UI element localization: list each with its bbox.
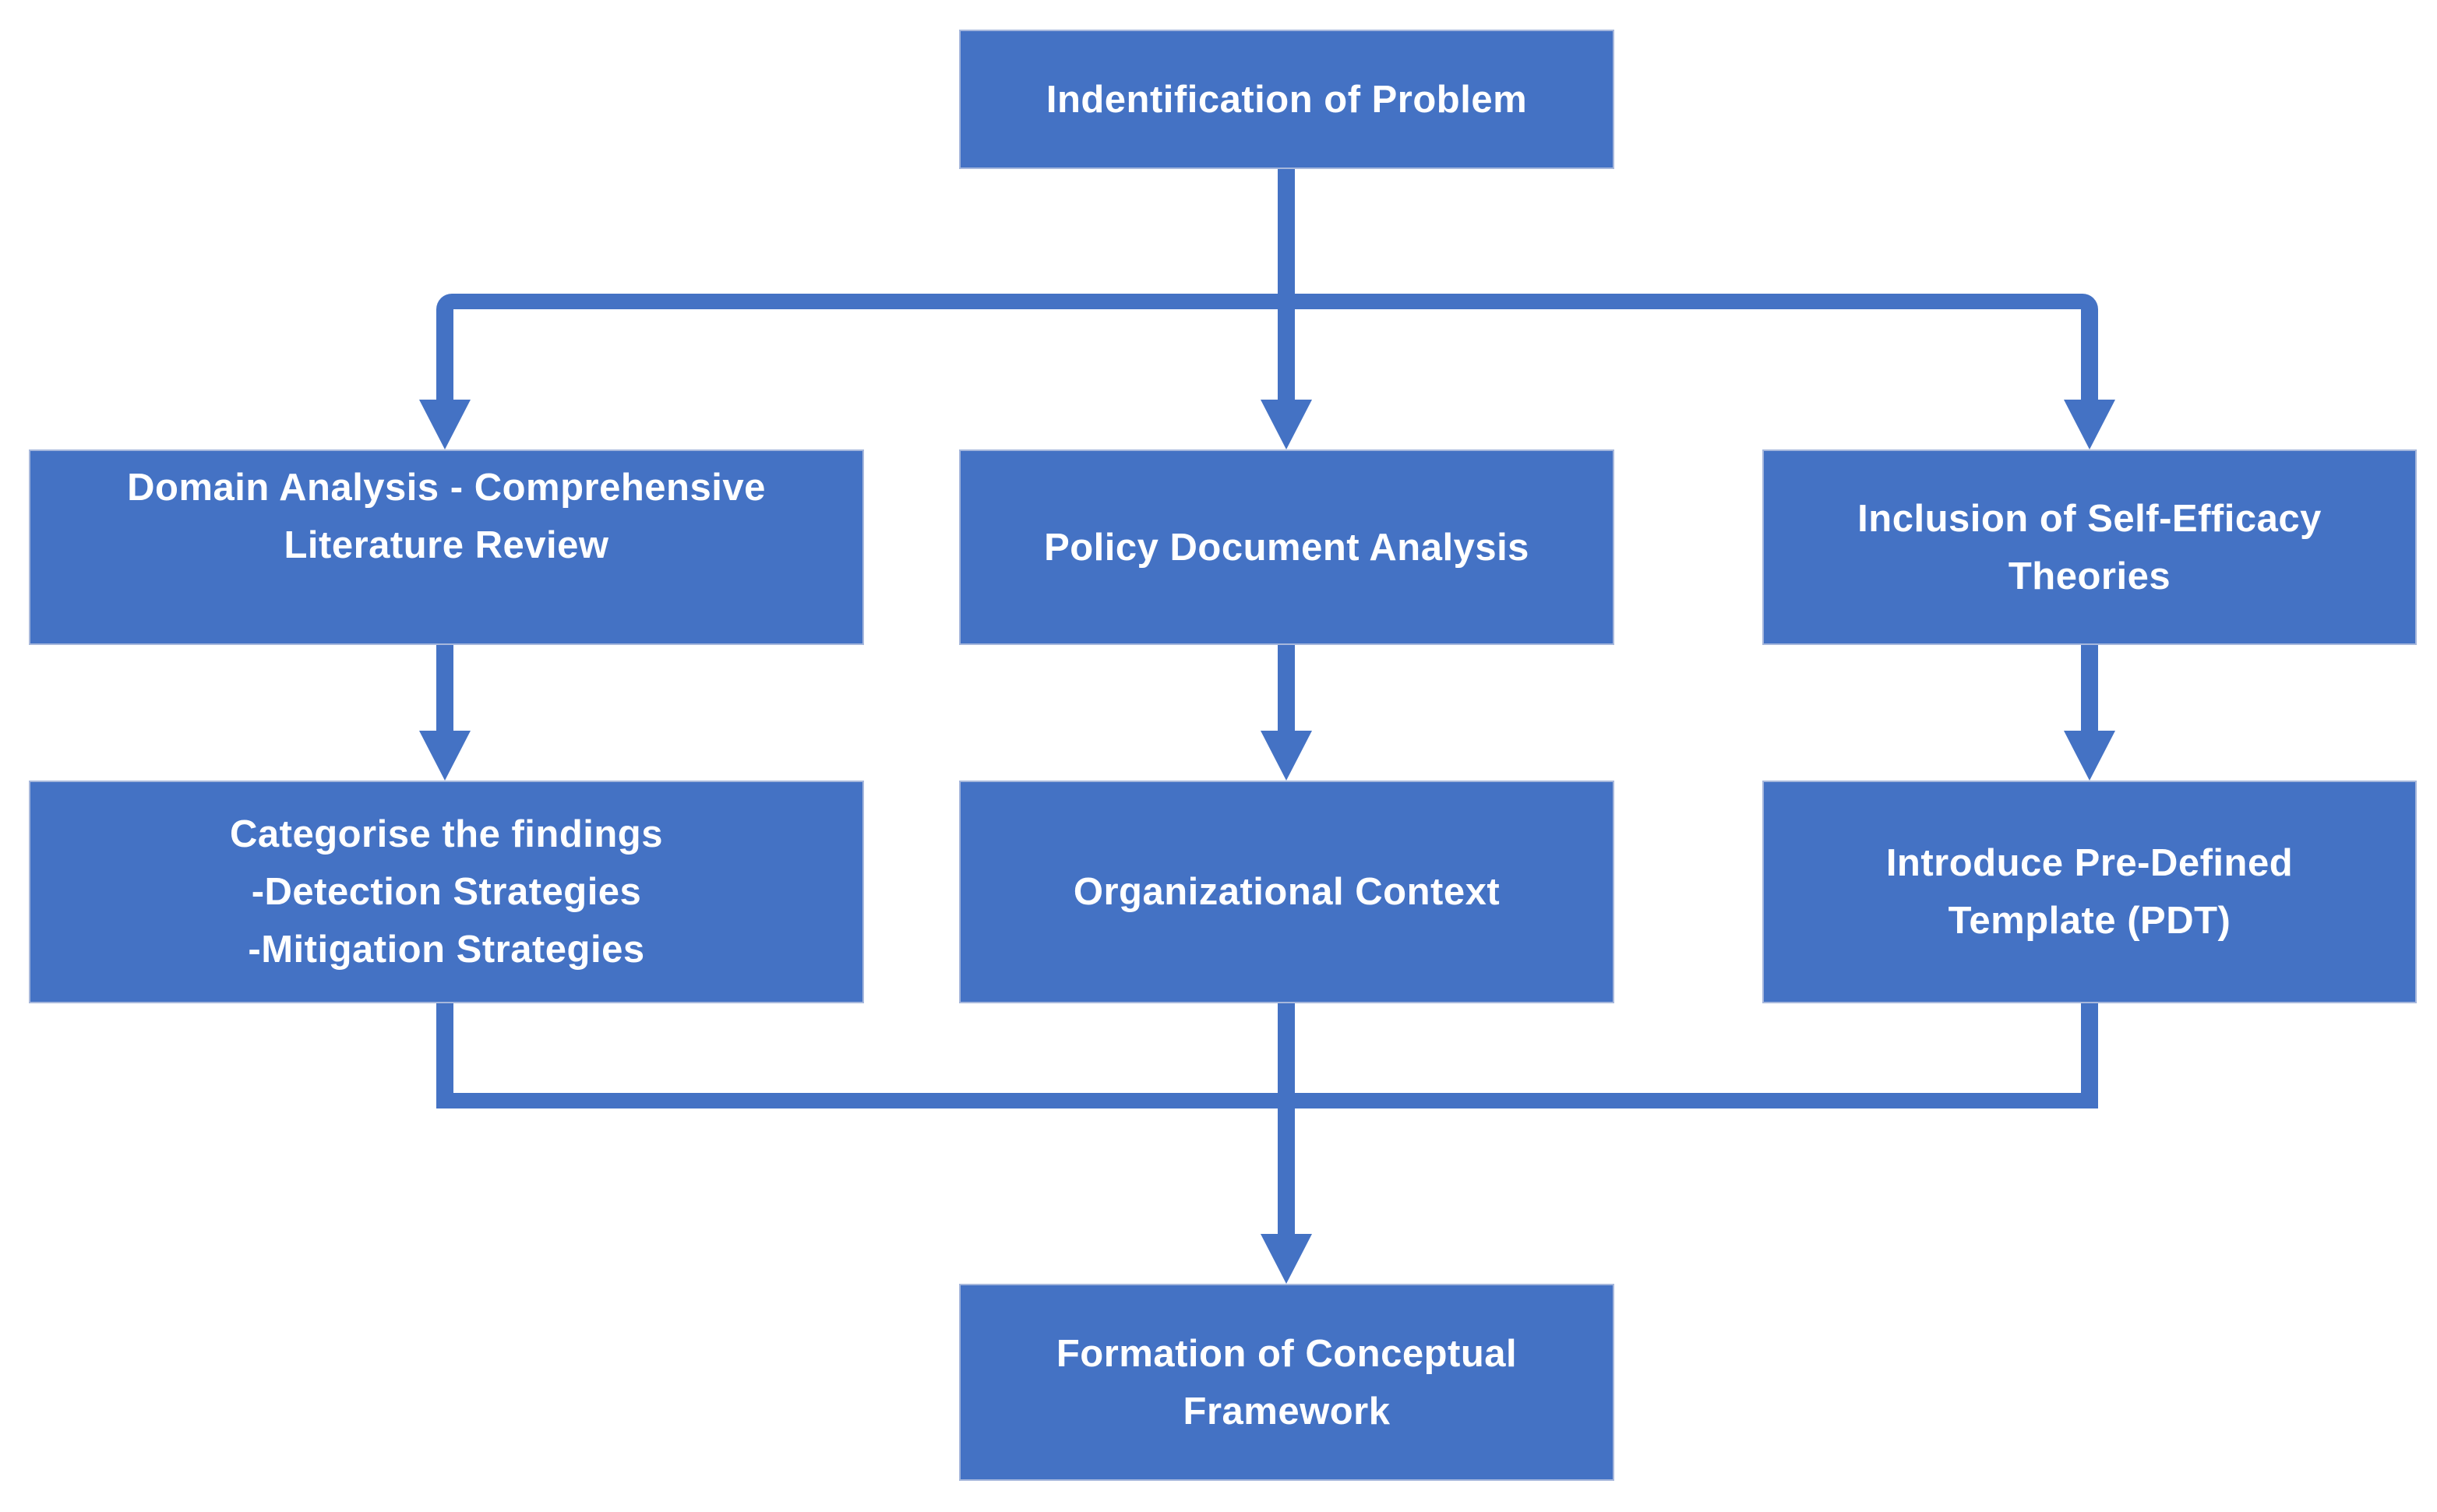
node-label: Policy Document Analysis [1044,526,1529,569]
connector-pdt-merge-drop [2081,1003,2098,1108]
node-organizational-context: Organizational Context [959,781,1614,1003]
node-label: Framework [1183,1390,1391,1433]
arrowhead-to-formation [1261,1234,1312,1284]
branch-bar [436,294,2098,309]
node-label: -Detection Strategies [251,871,642,913]
node-label: Formation of Conceptual [1056,1332,1518,1375]
node-domain-analysis: Domain Analysis - Comprehensive Literatu… [29,449,864,645]
node-formation-conceptual-framework: Formation of Conceptual Framework [959,1284,1614,1481]
node-label: Literature Review [284,523,609,566]
arrowhead-to-self-efficacy [2064,400,2115,449]
connector-policy-to-organizational [1278,645,1295,731]
connector-selfeff-to-pdt [2081,645,2098,731]
arrowhead-to-organizational-context [1261,731,1312,781]
node-label: Categorise the findings [229,813,663,855]
node-identification-of-problem: Indentification of Problem [959,30,1614,169]
node-label: Template (PDT) [1948,900,2231,942]
connector-organizational-merge-drop [1278,1003,1295,1234]
connector-branch-right-drop [2081,309,2098,400]
arrowhead-to-policy-document [1261,400,1312,449]
arrowhead-to-domain-analysis [419,400,471,449]
node-inclusion-self-efficacy: Inclusion of Self-Efficacy Theories [1762,449,2417,645]
node-label: -Mitigation Strategies [248,929,645,971]
connector-identification-down [1278,169,1295,400]
connector-categorise-merge-drop [436,1003,453,1108]
merge-bar [436,1093,2098,1108]
node-label: Inclusion of Self-Efficacy [1857,497,2322,540]
arrowhead-to-pdt [2064,731,2115,781]
node-introduce-pdt: Introduce Pre-Defined Template (PDT) [1762,781,2417,1003]
node-label: Introduce Pre-Defined [1885,842,2294,884]
connector-branch-left-drop [436,309,453,400]
connector-domain-to-categorise [436,645,453,731]
node-label: Indentification of Problem [1046,78,1528,121]
node-label: Domain Analysis - Comprehensive [127,466,766,509]
node-label: Organizational Context [1073,871,1501,913]
arrowhead-to-categorise-findings [419,731,471,781]
node-label: Theories [2008,555,2171,597]
node-policy-document-analysis: Policy Document Analysis [959,449,1614,645]
node-categorise-findings: Categorise the findings -Detection Strat… [29,781,864,1003]
